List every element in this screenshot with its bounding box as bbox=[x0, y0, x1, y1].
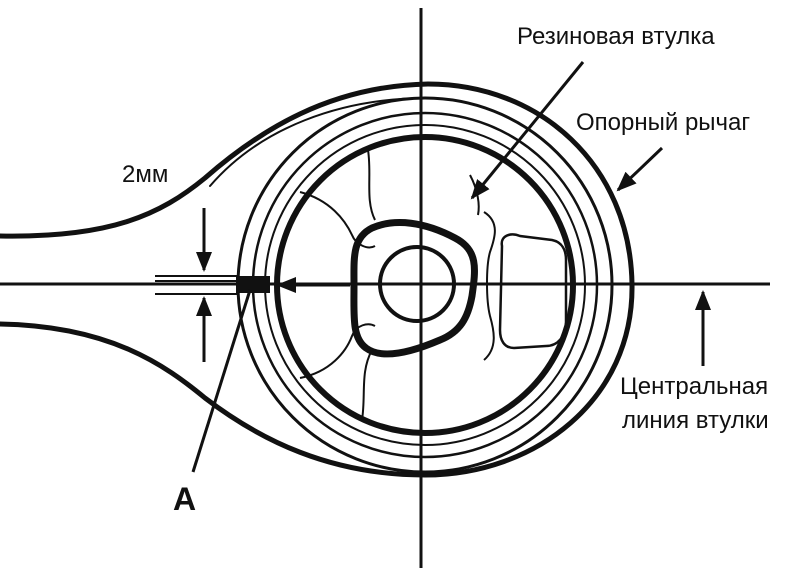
gap-label: 2мм bbox=[122, 161, 168, 188]
centerline-label-line1: Центральная bbox=[620, 373, 768, 400]
point-a-label: A bbox=[173, 481, 196, 517]
rubber-void-bottom-left bbox=[299, 323, 376, 379]
support-arm-label: Опорный рычаг bbox=[576, 109, 750, 136]
rubber-bushing-arrow bbox=[470, 61, 585, 200]
point-a-leader bbox=[191, 289, 252, 473]
rubber-void-bottom bbox=[361, 349, 373, 421]
inner-bushing-triangle bbox=[350, 219, 478, 358]
rubber-void-top bbox=[367, 149, 376, 221]
rubber-void-top-left bbox=[299, 191, 376, 249]
rubber-void-right-outer bbox=[483, 211, 496, 361]
gap-reference-lines bbox=[155, 275, 238, 295]
callout-arrows bbox=[470, 61, 711, 366]
rubber-bushing-label: Резиновая втулка bbox=[517, 23, 715, 50]
center-lines bbox=[0, 8, 770, 568]
support-arm-arrow bbox=[616, 146, 664, 192]
point-a-mark bbox=[236, 276, 270, 293]
centerline-label-line2: линия втулки bbox=[622, 407, 769, 434]
rubber-void-right bbox=[498, 233, 568, 350]
